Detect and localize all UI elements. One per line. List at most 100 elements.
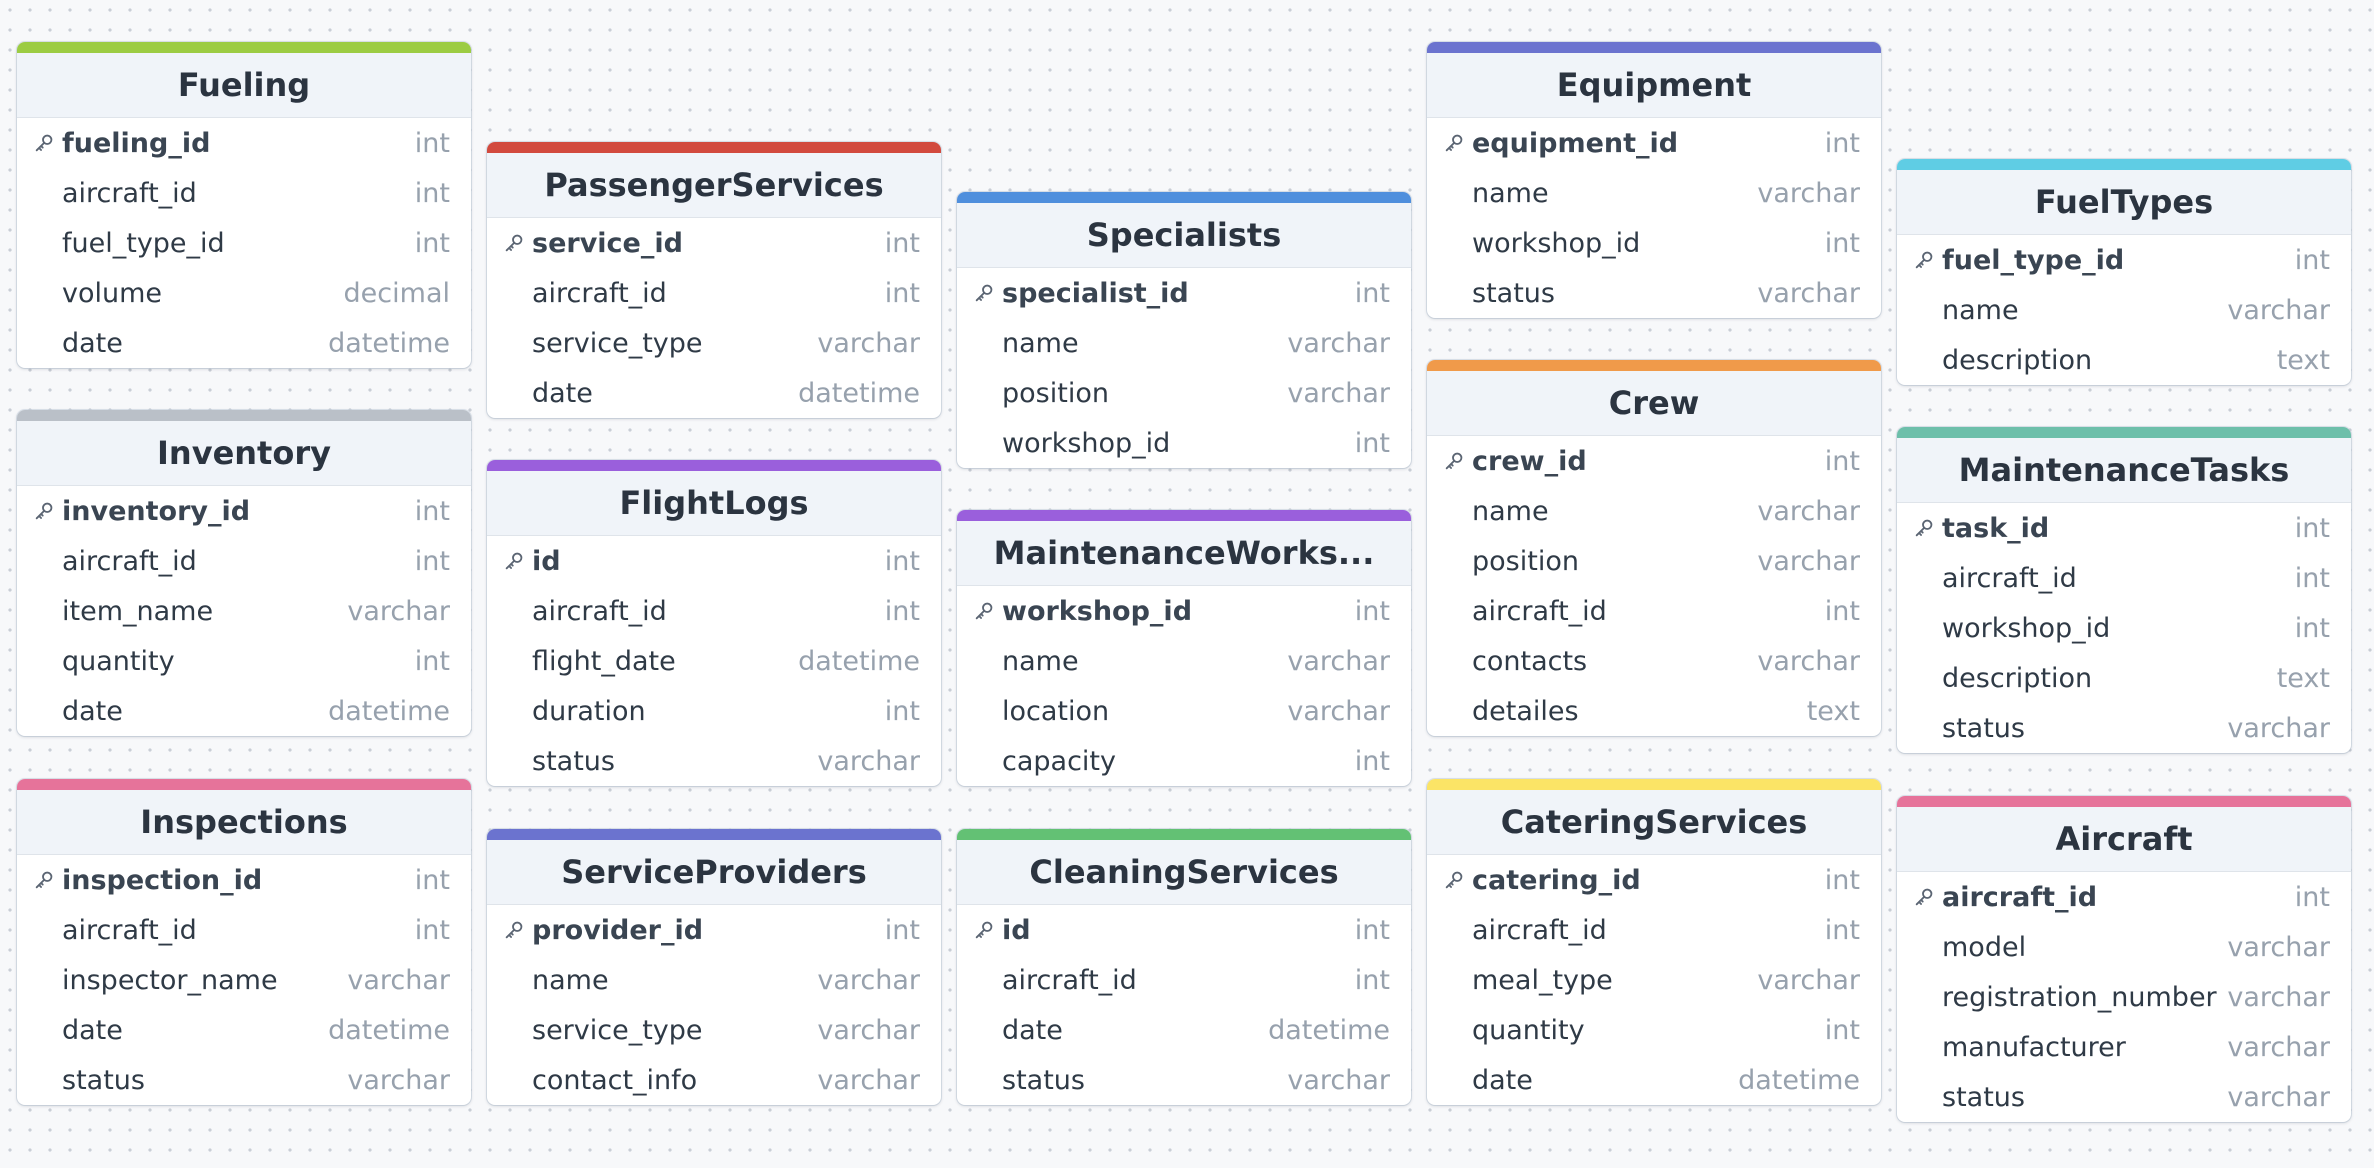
- table-header[interactable]: Crew: [1427, 371, 1881, 436]
- table-header[interactable]: FlightLogs: [487, 471, 941, 536]
- table-header[interactable]: CleaningServices: [957, 840, 1411, 905]
- table-header[interactable]: FuelTypes: [1897, 170, 2351, 235]
- table-header[interactable]: PassengerServices: [487, 153, 941, 218]
- table-header[interactable]: Equipment: [1427, 53, 1881, 118]
- column-type: varchar: [2227, 294, 2330, 326]
- table-header[interactable]: MaintenanceTasks: [1897, 438, 2351, 503]
- table-header[interactable]: ServiceProviders: [487, 840, 941, 905]
- column-type: varchar: [817, 327, 920, 359]
- table-header[interactable]: Inventory: [17, 421, 471, 486]
- table-header[interactable]: Inspections: [17, 790, 471, 855]
- table-header[interactable]: Specialists: [957, 203, 1411, 268]
- table-header[interactable]: MaintenanceWorks...: [957, 521, 1411, 586]
- table-header[interactable]: CateringServices: [1427, 790, 1881, 855]
- table-header[interactable]: Fueling: [17, 53, 471, 118]
- table-header[interactable]: Aircraft: [1897, 807, 2351, 872]
